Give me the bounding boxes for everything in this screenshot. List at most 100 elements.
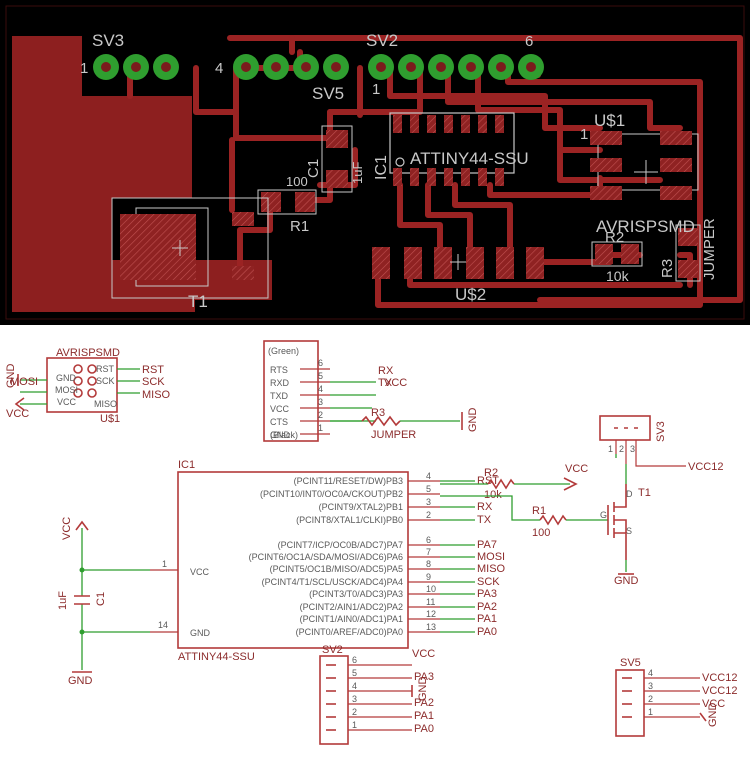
ftdi-num-1: 1: [318, 423, 323, 433]
ic1-net-label: TX: [477, 514, 492, 526]
c1-value: 1uF: [57, 591, 69, 610]
sv2-net-label: PA2: [414, 697, 434, 709]
ic1-pin-num: 9: [426, 572, 431, 582]
ic1-vcc-num: 1: [162, 559, 167, 569]
pcb-jumper-label: JUMPER: [701, 218, 718, 280]
avr-net-miso: MISO: [142, 389, 171, 401]
sv2-net-label: GND: [417, 677, 429, 702]
c1-gnd: GND: [68, 675, 93, 687]
sv5-gnd-mark: [699, 712, 707, 722]
ftdi-header-bottom-visible: (Black): [270, 430, 298, 440]
sv3-symbol: 1 2 3 SV3 VCC12: [599, 415, 723, 473]
r1-value: 100: [532, 527, 550, 539]
pcb-ic1-value: ATTINY44-SSU: [410, 149, 529, 168]
pcb-u1-label: U$1: [594, 111, 625, 130]
pcb-r1-label: R1: [290, 218, 309, 235]
avr-net-sck: SCK: [142, 376, 165, 388]
pcb-labels: SV3 1 SV2 1 6 SV5 4 C1 1uF IC1 ATTINY44-…: [80, 31, 718, 311]
ic1-pin-num: 11: [426, 597, 435, 607]
ftdi-net-vcc: VCC: [384, 377, 407, 389]
sv2-net-label: PA0: [414, 723, 434, 735]
r1-ref: R1: [532, 505, 546, 517]
ic1-vcc-pin: VCC: [190, 567, 210, 577]
ic1-pin-num: 5: [426, 484, 431, 494]
sv5-ref: SV5: [620, 657, 641, 669]
sv3-num-1: 1: [608, 444, 613, 454]
r3-gnd: GND: [467, 408, 479, 433]
r3-ref: R3: [371, 407, 385, 419]
r1-symbol: R1 100: [440, 495, 608, 539]
r2-value: 10k: [484, 489, 502, 501]
sv3-header: [93, 54, 179, 80]
ic1-pin-num: 7: [426, 547, 431, 557]
avr-pin-vcc: VCC: [57, 397, 77, 407]
pcb-u2-label: U$2: [455, 285, 486, 304]
ic1-pin-name: (PCINT7/ICP/OC0B/ADC7)PA7: [278, 540, 403, 550]
board-outline: [5, 5, 745, 320]
ic1-net-label: MISO: [477, 563, 506, 575]
t1-gnd: GND: [614, 575, 639, 587]
ic1-pin-name: (PCINT4/T1/SCL/USCK/ADC4)PA4: [262, 577, 403, 587]
c1-footprint: [321, 125, 353, 193]
ic1-pin-num: 2: [426, 510, 431, 520]
ic1-pin-name: (PCINT9/XTAL2)PB1: [319, 502, 403, 512]
sv5-net-label: GND: [707, 703, 719, 728]
avr-pin-miso: MISO: [94, 399, 117, 409]
ftdi-header-top: (Green): [268, 346, 299, 356]
t1-mosfet-symbol: T1 G D S GND: [600, 464, 651, 587]
ic1-footprint: [389, 112, 515, 186]
ic1-pin-num: 13: [426, 622, 436, 632]
pcb-layout: SV3 1 SV2 1 6 SV5 4 C1 1uF IC1 ATTINY44-…: [0, 0, 750, 325]
ic1-pin-num: 10: [426, 584, 436, 594]
avr-isp-footprint: [590, 131, 699, 200]
sv2-pin-num: 6: [352, 655, 357, 665]
avr-net-gnd: GND: [5, 364, 17, 389]
avr-pin-sck: SCK: [96, 376, 115, 386]
ftdi-num-4: 4: [318, 384, 323, 394]
ftdi-net-tx: TX: [378, 377, 393, 389]
ftdi-num-3: 3: [318, 397, 323, 407]
ic1-gnd-num: 14: [158, 620, 168, 630]
sv5-pin-num: 3: [648, 681, 653, 691]
sv5-net-label: VCC12: [702, 672, 737, 684]
c1-symbol: VCC GND 1uF C1: [57, 517, 150, 687]
r2-symbol: R2 10k VCC: [440, 463, 588, 501]
sv2-pin-num: 3: [352, 694, 357, 704]
sv3-num-3: 3: [630, 444, 635, 454]
pcb-c1-label: C1: [305, 159, 322, 178]
r3-footprint: [675, 224, 701, 282]
pcb-r1-value: 100: [286, 174, 308, 189]
avr-pin-gnd: GND: [56, 373, 77, 383]
t1-source: S: [626, 526, 632, 536]
ic1-net-label: SCK: [477, 576, 500, 588]
sv5-net-label: VCC: [702, 698, 725, 710]
ic1-pin-name: (PCINT10/INT0/OC0A/CKOUT)PB2: [260, 489, 403, 499]
sv3-net: VCC12: [688, 461, 723, 473]
ic1-net-label: PA0: [477, 626, 497, 638]
ic1-pin-name: (PCINT0/AREF/ADC0)PA0: [296, 627, 403, 637]
sv2-pin-num: 1: [352, 720, 357, 730]
ic1-pin-name: (PCINT2/AIN1/ADC2)PA2: [300, 602, 403, 612]
ftdi-pin-txd: TXD: [270, 391, 289, 401]
avr-net-mosi: MOSI: [10, 376, 38, 388]
pcb-sv2-pin1: 1: [372, 81, 380, 98]
pcb-r2-label: R2: [605, 229, 624, 246]
sv3-num-2: 2: [619, 444, 624, 454]
ic1-pin-name: (PCINT6/OC1A/SDA/MOSI/ADC6)PA6: [249, 552, 403, 562]
pcb-t1-label: T1: [188, 292, 208, 311]
sv5-net-label: VCC12: [702, 685, 737, 697]
sv2-pin-num: 2: [352, 707, 357, 717]
avr-ref: U$1: [100, 413, 120, 425]
ic1-pin-name: (PCINT1/AIN0/ADC1)PA1: [300, 614, 403, 624]
pcb-sv2-label: SV2: [366, 31, 398, 50]
ic1-pin-name: (PCINT3/T0/ADC3)PA3: [309, 589, 403, 599]
pcb-c1-value: 1uF: [350, 162, 365, 184]
r2-ref: R2: [484, 467, 498, 479]
sv3-ref: SV3: [655, 421, 667, 442]
sv5-pin-num: 2: [648, 694, 653, 704]
sv2-ref: SV2: [322, 644, 343, 656]
traces: [127, 35, 743, 308]
ftdi-net-rx: RX: [378, 365, 394, 377]
t1-ref: T1: [638, 487, 651, 499]
